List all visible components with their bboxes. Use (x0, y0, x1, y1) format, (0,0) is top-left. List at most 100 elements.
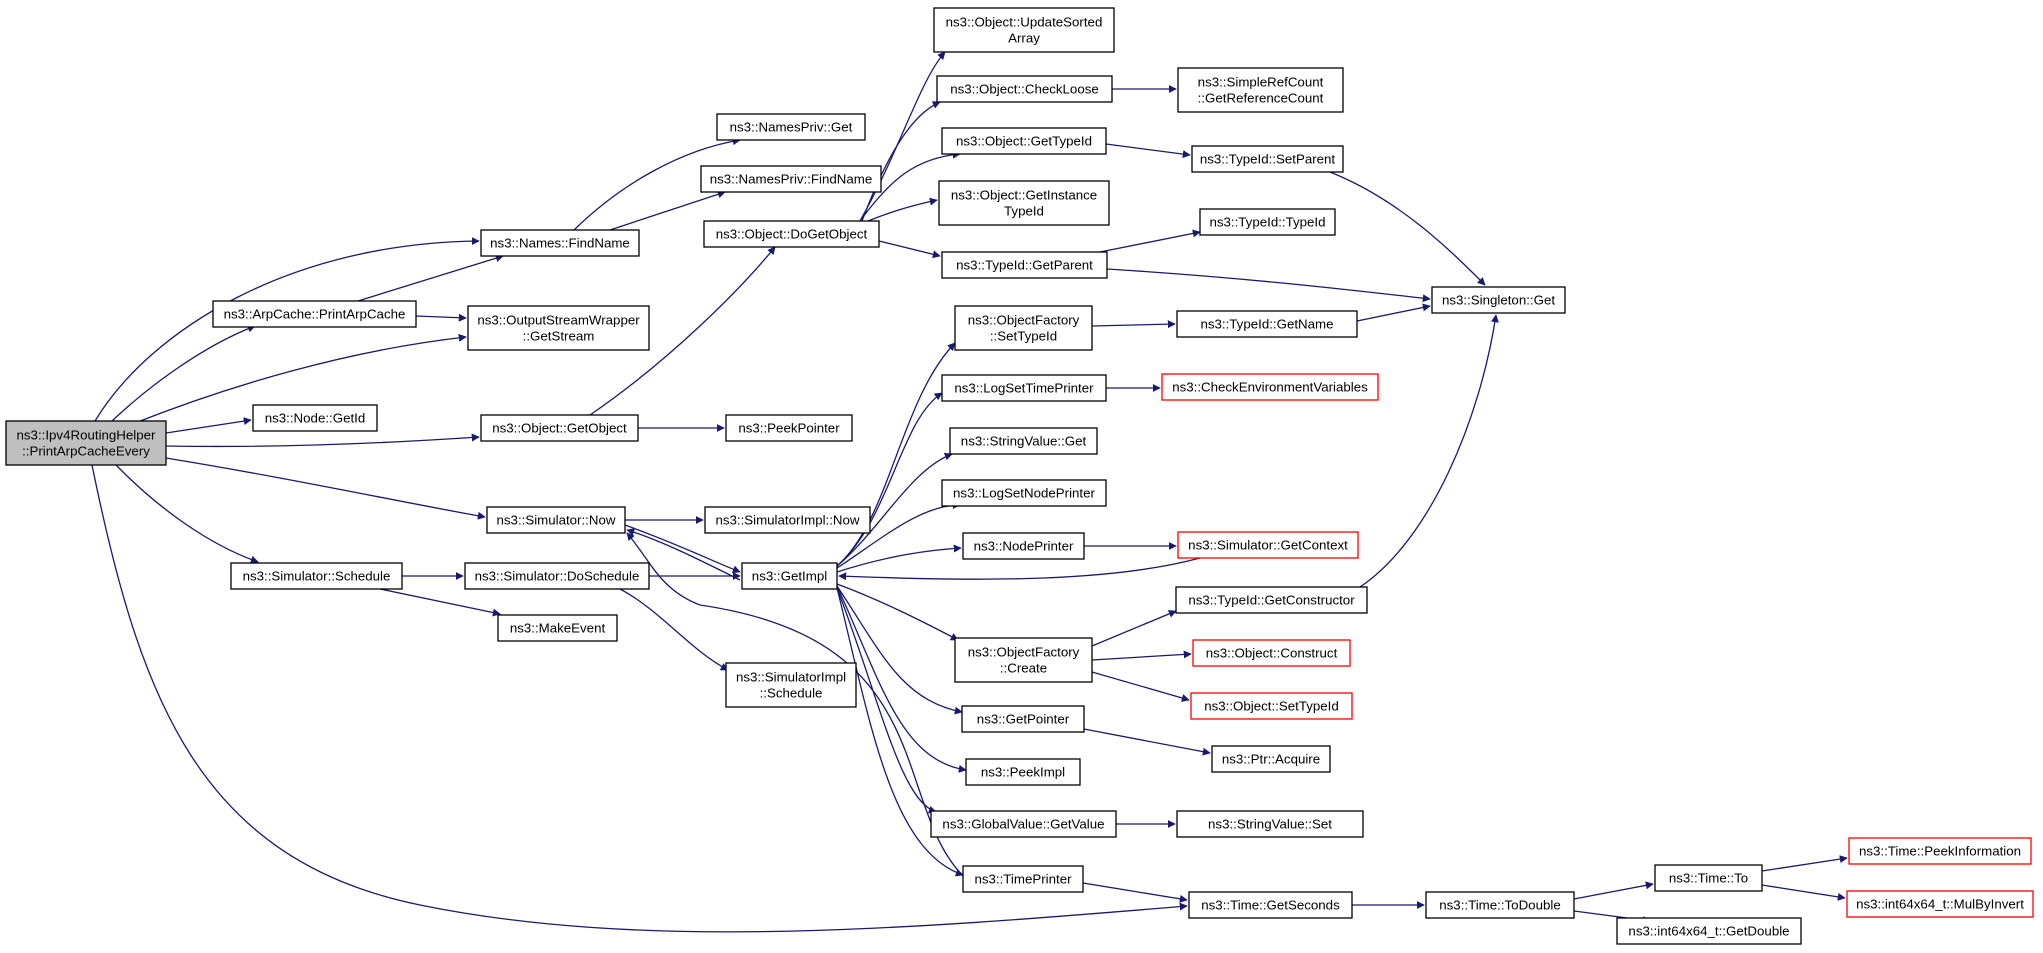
node-label: ns3::GetPointer (977, 712, 1070, 727)
node-label: ns3::TypeId::TypeId (1209, 215, 1325, 230)
node-tidGetName[interactable]: ns3::TypeId::GetName (1176, 310, 1358, 338)
node-makeEvent[interactable]: ns3::MakeEvent (497, 614, 618, 642)
edge-timePrinter-to-simNow (626, 532, 964, 877)
edge-ofCreate-to-tidGetCtor (1091, 610, 1177, 647)
node-osw[interactable]: ns3::OutputStreamWrapper::GetStream (467, 305, 650, 351)
node-peekImpl[interactable]: ns3::PeekImpl (965, 758, 1081, 786)
node-box (1188, 891, 1353, 919)
edge-tidSetParent-to-singletonGet (1329, 171, 1486, 286)
node-strValGet[interactable]: ns3::StringValue::Get (949, 427, 1098, 455)
node-label: ::Create (1000, 661, 1047, 676)
node-label: TypeId (1004, 204, 1044, 219)
edge-getImpl-to-simNow (626, 528, 741, 581)
node-logSetTime[interactable]: ns3::LogSetTimePrinter (941, 374, 1107, 402)
node-tidGetCtor[interactable]: ns3::TypeId::GetConstructor (1175, 586, 1368, 614)
node-tidSetParent[interactable]: ns3::TypeId::SetParent (1191, 145, 1344, 173)
node-namesFind[interactable]: ns3::Names::FindName (480, 229, 640, 257)
edge-tidGetParent-to-singletonGet (1106, 268, 1431, 303)
node-singletonGet[interactable]: ns3::Singleton::Get (1431, 286, 1566, 314)
node-checkEnv[interactable]: ns3::CheckEnvironmentVariables (1161, 373, 1379, 401)
node-ofCreate[interactable]: ns3::ObjectFactory::Create (954, 637, 1093, 683)
edge-root-to-simNow (165, 457, 486, 520)
edge-ofCreate-to-objSetTid (1091, 671, 1190, 702)
edge-getImpl-to-ofCreate (836, 583, 959, 641)
node-root[interactable]: ns3::Ipv4RoutingHelper::PrintArpCacheEve… (5, 420, 167, 466)
node-box (1176, 310, 1358, 338)
edge-tidGetName-to-singletonGet (1356, 303, 1431, 322)
node-nodePrinter[interactable]: ns3::NodePrinter (962, 532, 1085, 560)
node-objSetTid[interactable]: ns3::Object::SetTypeId (1190, 692, 1353, 720)
node-i64Mul[interactable]: ns3::int64x64_t::MulByInvert (1846, 890, 2034, 918)
edge-timeToDouble-to-timeTo (1573, 881, 1654, 900)
node-simImplNow[interactable]: ns3::SimulatorImpl::Now (704, 506, 871, 534)
node-label: ns3::PeekPointer (738, 421, 840, 436)
node-strValSet[interactable]: ns3::StringValue::Set (1176, 810, 1364, 838)
node-checkLoose[interactable]: ns3::Object::CheckLoose (936, 75, 1113, 103)
node-simSchedule[interactable]: ns3::Simulator::Schedule (230, 562, 403, 590)
node-label: ns3::Singleton::Get (1442, 293, 1555, 308)
node-timeGetSeconds[interactable]: ns3::Time::GetSeconds (1188, 891, 1353, 919)
node-label: ns3::StringValue::Get (961, 434, 1087, 449)
edge-getImpl-to-gvGetValue (836, 587, 937, 814)
node-peekPointer[interactable]: ns3::PeekPointer (725, 414, 853, 442)
edge-doGetObject-to-tidGetParent (878, 240, 941, 259)
node-label: ::GetReferenceCount (1198, 91, 1324, 106)
node-box (725, 414, 853, 442)
node-label: ns3::GetImpl (752, 569, 827, 584)
node-box (1191, 145, 1344, 173)
node-objGetTypeId[interactable]: ns3::Object::GetTypeId (941, 127, 1107, 155)
node-box (725, 662, 857, 708)
node-namesPrivGet[interactable]: ns3::NamesPriv::Get (716, 113, 866, 141)
node-nodeGetId[interactable]: ns3::Node::GetId (252, 404, 378, 432)
node-box (212, 300, 417, 328)
node-box (1176, 810, 1364, 838)
edge-root-to-nodeGetId (165, 417, 252, 434)
node-box (1431, 286, 1566, 314)
node-box (941, 127, 1107, 155)
node-gvGetValue[interactable]: ns3::GlobalValue::GetValue (930, 810, 1117, 838)
node-box (741, 562, 838, 590)
node-timePrinter[interactable]: ns3::TimePrinter (962, 865, 1084, 893)
node-simImplSchedule[interactable]: ns3::SimulatorImpl::Schedule (725, 662, 857, 708)
node-doGetObject[interactable]: ns3::Object::DoGetObject (703, 220, 880, 248)
node-getImpl[interactable]: ns3::GetImpl (741, 562, 838, 590)
node-box (467, 305, 650, 351)
node-ptrAcquire[interactable]: ns3::Ptr::Acquire (1211, 745, 1331, 773)
node-label: ns3::Ptr::Acquire (1222, 752, 1320, 767)
node-label: ns3::SimulatorImpl::Now (715, 513, 859, 528)
node-tidGetParent[interactable]: ns3::TypeId::GetParent (941, 251, 1108, 279)
node-simGetContext[interactable]: ns3::Simulator::GetContext (1177, 531, 1359, 559)
node-simDoSchedule[interactable]: ns3::Simulator::DoSchedule (464, 562, 650, 590)
node-label: ns3::Object::GetInstance (951, 188, 1097, 203)
node-getPointer[interactable]: ns3::GetPointer (961, 705, 1085, 733)
edge-root-to-simSchedule (115, 464, 259, 564)
node-box (936, 75, 1113, 103)
node-tidTypeId[interactable]: ns3::TypeId::TypeId (1199, 208, 1336, 236)
node-box (1199, 208, 1336, 236)
edge-namesFind-to-namesPrivFind (609, 190, 726, 231)
node-timePeek[interactable]: ns3::Time::PeekInformation (1848, 837, 2032, 865)
node-arpPrint[interactable]: ns3::ArpCache::PrintArpCache (212, 300, 417, 328)
node-namesPrivFind[interactable]: ns3::NamesPriv::FindName (700, 165, 882, 193)
edge-root-to-osw (129, 333, 467, 426)
node-label: ns3::Time::PeekInformation (1859, 844, 2021, 859)
node-label: ns3::PeekImpl (981, 765, 1065, 780)
edges-layer (91, 51, 1848, 933)
node-box (716, 113, 866, 141)
node-timeToDouble[interactable]: ns3::Time::ToDouble (1425, 891, 1575, 919)
node-i64GetDouble[interactable]: ns3::int64x64_t::GetDouble (1616, 917, 1802, 945)
node-timeTo[interactable]: ns3::Time::To (1654, 864, 1763, 892)
node-box (949, 427, 1098, 455)
node-label: ns3::Object::UpdateSorted (946, 15, 1103, 30)
node-ofSetTid[interactable]: ns3::ObjectFactory::SetTypeId (954, 305, 1093, 351)
edge-getImpl-to-strValGet (836, 452, 953, 567)
node-logSetNode[interactable]: ns3::LogSetNodePrinter (941, 479, 1107, 507)
edge-simNow-to-getImpl (624, 524, 741, 574)
node-simNow[interactable]: ns3::Simulator::Now (486, 506, 626, 534)
edge-timePrinter-to-timeGetSeconds (1082, 882, 1188, 903)
node-objGetObject[interactable]: ns3::Object::GetObject (480, 414, 639, 442)
node-objConstruct[interactable]: ns3::Object::Construct (1192, 639, 1351, 667)
node-src[interactable]: ns3::SimpleRefCount::GetReferenceCount (1177, 67, 1344, 113)
